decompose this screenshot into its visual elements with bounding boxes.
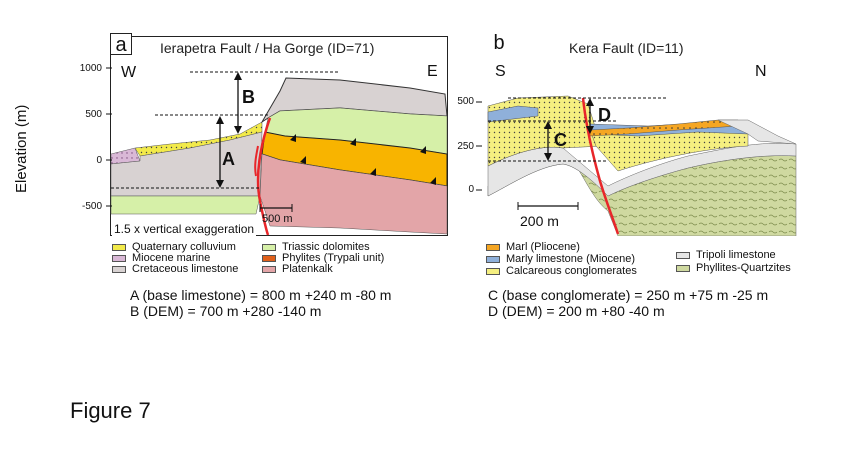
- tripoli-limestone-unit: [487, 143, 797, 197]
- panel-b-axis-ticks: [476, 101, 482, 191]
- legend-swatch: [486, 255, 500, 263]
- legend-swatch: [262, 254, 276, 262]
- legend-swatch: [112, 265, 126, 273]
- kera-fault-line: [581, 97, 620, 235]
- legend-swatch: [486, 267, 500, 275]
- measure-label-c: C: [554, 130, 567, 150]
- measure-label-a: A: [222, 149, 235, 169]
- legend-swatch: [112, 243, 126, 251]
- calcareous-conglomerates-right: [589, 127, 749, 172]
- legend-a-item-4: Phylites (Trypali unit): [262, 252, 384, 264]
- panel-b-letter: b: [488, 32, 510, 54]
- y-tick-1000: 1000: [79, 63, 102, 74]
- panel-a-letter: a: [110, 33, 132, 56]
- b-y-tick-500: 500: [457, 96, 474, 107]
- measure-label-d: D: [598, 105, 611, 125]
- panel-a-equation-1: A (base limestone) = 800 m +240 m -80 m: [130, 287, 392, 303]
- platenkalk-unit: [259, 153, 448, 235]
- legend-b-item-1: Marly limestone (Miocene): [486, 253, 635, 265]
- legend-a-item-1: Miocene marine: [112, 252, 210, 264]
- ierapetra-fault-line: [256, 117, 272, 236]
- panel-a-direction-e: E: [427, 63, 438, 80]
- legend-b-item-4: Phyllites-Quartzites: [676, 262, 791, 274]
- marly-limestone-left: [487, 105, 539, 123]
- legend-swatch: [676, 264, 690, 272]
- triassic-dolomites-left: [110, 195, 261, 215]
- legend-swatch: [486, 243, 500, 251]
- panel-b-cross-section: [487, 95, 797, 236]
- elevation-axis-label: Elevation (m): [13, 104, 30, 193]
- panel-a-scale-label: 500 m: [262, 213, 293, 225]
- b-y-tick-250: 250: [457, 141, 474, 152]
- panel-a-title: Ierapetra Fault / Ha Gorge (ID=71): [160, 40, 375, 56]
- panel-a-cross-section: [110, 71, 448, 236]
- legend-b-item-0: Marl (Pliocene): [486, 241, 580, 253]
- measure-label-b: B: [242, 87, 255, 107]
- legend-swatch: [112, 254, 126, 262]
- figure-label: Figure 7: [70, 398, 151, 423]
- panel-b-direction-n: N: [755, 63, 767, 80]
- panel-b-scale-label: 200 m: [520, 213, 559, 229]
- legend-swatch: [262, 243, 276, 251]
- panel-a-direction-w: W: [121, 64, 137, 81]
- panel-b-equation-1: C (base conglomerate) = 250 m +75 m -25 …: [488, 287, 769, 303]
- panel-b-equation-2: D (DEM) = 200 m +80 -40 m: [488, 303, 665, 319]
- y-tick-500: 500: [85, 109, 102, 120]
- legend-b-item-2: Calcareous conglomerates: [486, 265, 637, 277]
- legend-a-item-0: Quaternary colluvium: [112, 241, 236, 253]
- panel-a-equation-2: B (DEM) = 700 m +280 -140 m: [130, 303, 322, 319]
- legend-a-item-3: Triassic dolomites: [262, 241, 370, 253]
- y-tick-0: 0: [96, 155, 102, 166]
- b-y-tick-0: 0: [468, 184, 474, 195]
- panel-a-axis-ticks: [106, 67, 112, 207]
- legend-swatch: [676, 251, 690, 259]
- legend-b-item-3: Tripoli limestone: [676, 249, 776, 261]
- vertical-exaggeration-note: 1.5 x vertical exaggeration: [112, 222, 257, 236]
- y-tick-minus500: -500: [81, 201, 102, 212]
- panel-b-title: Kera Fault (ID=11): [569, 40, 684, 56]
- cretaceous-limestone-left: [110, 131, 263, 197]
- legend-swatch: [262, 265, 276, 273]
- tripoli-limestone-right: [717, 119, 797, 145]
- legend-a-item-5: Platenkalk: [262, 263, 333, 275]
- legend-a-item-2: Cretaceous limestone: [112, 263, 238, 275]
- panel-b-direction-s: S: [495, 63, 506, 80]
